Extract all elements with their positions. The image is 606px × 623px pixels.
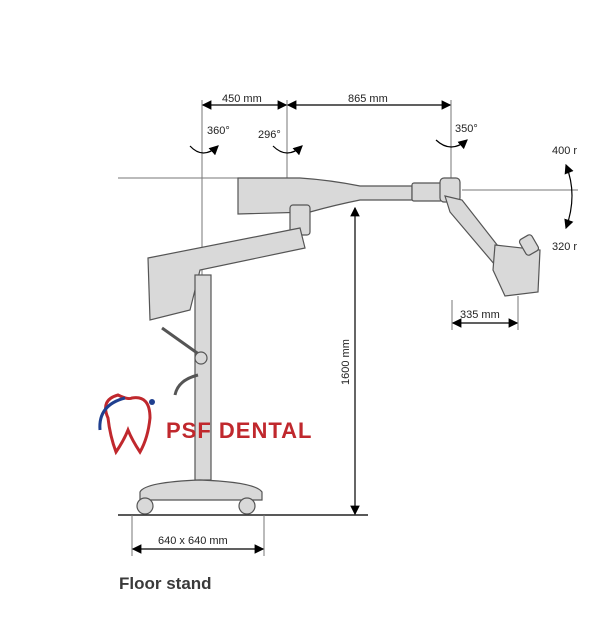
dim-1600-label: 1600 mm bbox=[340, 339, 352, 385]
rotation-arc-icon bbox=[435, 139, 468, 150]
rotation-arc-icon bbox=[272, 145, 303, 156]
tilt-down-label: 320 r bbox=[552, 241, 577, 253]
psf-dental-wordmark: PSF DENTAL bbox=[166, 418, 312, 443]
rotation-arc-icon bbox=[189, 145, 219, 156]
dim-450-label: 450 mm bbox=[222, 93, 262, 105]
rotation-350-label: 350° bbox=[455, 123, 478, 135]
rotation-296-label: 296° bbox=[258, 129, 281, 141]
tilt-up-label: 400 r bbox=[552, 145, 577, 157]
dim-335-label: 335 mm bbox=[460, 309, 500, 321]
dim-640-label: 640 x 640 mm bbox=[158, 535, 228, 547]
tilt-arc-icon bbox=[564, 163, 574, 230]
floor-stand bbox=[136, 177, 541, 515]
rotation-360-label: 360° bbox=[207, 125, 230, 137]
diagram-caption: Floor stand bbox=[119, 574, 212, 593]
dim-865-label: 865 mm bbox=[348, 93, 388, 105]
psf-dental-logo: PSF DENTAL bbox=[98, 393, 312, 456]
